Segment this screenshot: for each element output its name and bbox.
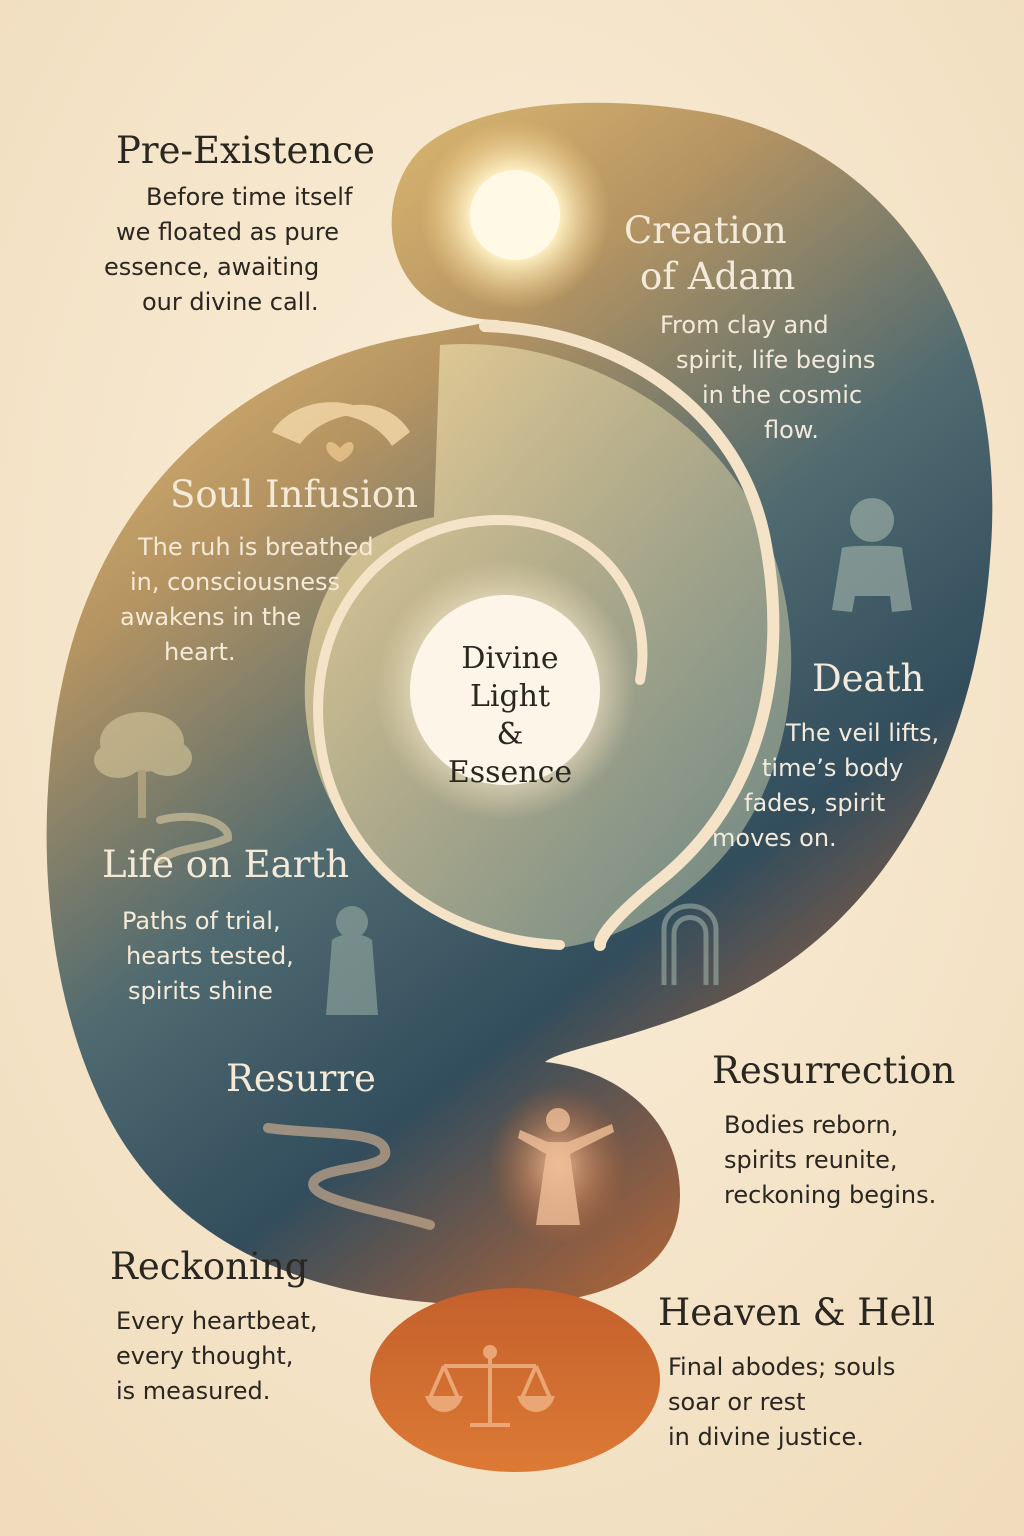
heaven-and-hell-title: Heaven & Hell bbox=[658, 1291, 936, 1334]
heaven-and-hell-line: in divine justice. bbox=[668, 1423, 864, 1451]
death-line: moves on. bbox=[712, 824, 837, 852]
heaven-and-hell-text: Final abodes; souls soar or rest in divi… bbox=[668, 1350, 895, 1455]
creation-of-adam-title: Creation of Adam bbox=[624, 208, 795, 300]
soul-infusion-line: in, consciousness bbox=[130, 568, 340, 596]
spiral-divider-inner bbox=[313, 514, 648, 950]
resurrection-text: Bodies reborn, spirits reunite, reckonin… bbox=[724, 1108, 936, 1213]
spiral-divider-outer bbox=[479, 320, 780, 951]
heaven-and-hell-line: soar or rest bbox=[668, 1388, 806, 1416]
arched-door-icon bbox=[661, 903, 719, 985]
death-title: Death bbox=[812, 657, 925, 700]
life-on-earth-text: Paths of trial, hearts tested, spirits s… bbox=[122, 904, 294, 1009]
winding-path-icon bbox=[263, 1123, 435, 1230]
death-line: fades, spirit bbox=[744, 789, 886, 817]
creation-of-adam-line: flow. bbox=[764, 416, 819, 444]
soul-infusion-line: heart. bbox=[164, 638, 236, 666]
resurrection-line: spirits reunite, bbox=[724, 1146, 898, 1174]
reckoning-text: Every heartbeat, every thought, is measu… bbox=[116, 1304, 318, 1409]
pre-existence-line: Before time itself bbox=[146, 183, 353, 211]
resurrection-title: Resurrection bbox=[712, 1049, 956, 1092]
life-on-earth-title: Life on Earth bbox=[102, 843, 350, 886]
creation-of-adam-line: spirit, life begins bbox=[676, 346, 876, 374]
center-label-line: Light bbox=[469, 679, 551, 714]
death-text: The veil lifts, time’s body fades, spiri… bbox=[712, 716, 939, 856]
creation-of-adam-title-line: of Adam bbox=[640, 255, 796, 298]
resurre-fragment-title: Resurre bbox=[226, 1057, 376, 1100]
pre-existence-line: we floated as pure bbox=[116, 218, 339, 246]
reckoning-line: Every heartbeat, bbox=[116, 1307, 318, 1335]
center-label-line: Divine bbox=[461, 641, 559, 676]
tree-icon bbox=[94, 712, 232, 864]
reckoning-line: is measured. bbox=[116, 1377, 271, 1405]
soul-infusion-text: The ruh is breathed in, consciousness aw… bbox=[120, 530, 374, 670]
justice-bowl bbox=[370, 1288, 660, 1472]
pre-existence-line: our divine call. bbox=[142, 288, 319, 316]
soul-infusion-title: Soul Infusion bbox=[170, 473, 418, 516]
death-line: time’s body bbox=[762, 754, 904, 782]
pre-existence-title: Pre-Existence bbox=[116, 129, 375, 172]
resurrection-line: reckoning begins. bbox=[724, 1181, 937, 1209]
pre-existence-text: Before time itself we floated as pure es… bbox=[104, 180, 364, 320]
creation-of-adam-title-line: Creation bbox=[624, 209, 787, 252]
heaven-and-hell-line: Final abodes; souls bbox=[668, 1353, 896, 1381]
creation-of-adam-text: From clay and spirit, life begins in the… bbox=[660, 308, 875, 448]
creation-of-adam-line: From clay and bbox=[660, 311, 829, 339]
soul-infusion-line: awakens in the bbox=[120, 603, 302, 631]
life-on-earth-line: hearts tested, bbox=[126, 942, 294, 970]
resurrection-line: Bodies reborn, bbox=[724, 1111, 899, 1139]
sun-icon bbox=[470, 170, 560, 260]
cupped-hands-heart-icon bbox=[272, 402, 410, 462]
center-label-line: & Essence bbox=[447, 717, 573, 790]
scales-of-justice-icon bbox=[425, 1345, 555, 1427]
life-on-earth-line: Paths of trial, bbox=[122, 907, 281, 935]
life-on-earth-line: spirits shine bbox=[128, 977, 273, 1005]
creation-of-adam-line: in the cosmic bbox=[702, 381, 863, 409]
standing-figure-icon bbox=[832, 498, 912, 612]
soul-infusion-line: The ruh is breathed bbox=[138, 533, 374, 561]
divine-light-core bbox=[410, 595, 600, 785]
reckoning-title: Reckoning bbox=[110, 1245, 309, 1288]
raised-arms-figure-icon bbox=[518, 1108, 614, 1225]
pre-existence-line: essence, awaiting bbox=[104, 253, 320, 281]
center-label: Divine Light & Essence bbox=[430, 640, 590, 792]
cloaked-figure-icon bbox=[326, 906, 378, 1015]
reckoning-line: every thought, bbox=[116, 1342, 294, 1370]
death-line: The veil lifts, bbox=[786, 719, 940, 747]
